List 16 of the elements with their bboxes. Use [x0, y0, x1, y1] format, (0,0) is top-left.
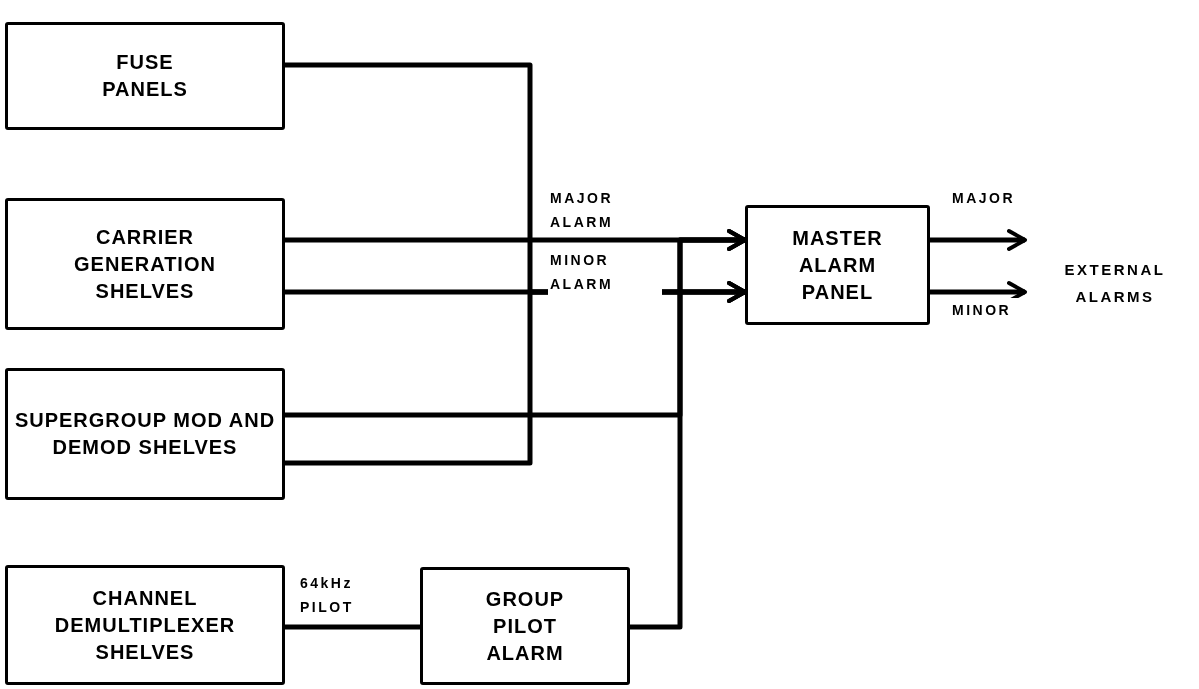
block-box [420, 567, 630, 685]
block-box [745, 205, 930, 325]
block-box [5, 198, 285, 330]
block-label: SUPERGROUP MOD AND DEMOD SHELVES [13, 408, 277, 460]
block-label: CARRIER GENERATION SHELVES [73, 224, 217, 304]
block-box [5, 368, 285, 500]
block-box [5, 565, 285, 685]
arrow [930, 229, 1027, 251]
block-label: MASTER ALARM PANEL [791, 225, 884, 305]
connector-line [285, 624, 420, 630]
block-box [5, 22, 285, 130]
block-label: GROUP PILOT ALARM [484, 586, 566, 666]
block-label: FUSE PANELS [101, 50, 189, 102]
block-label: CHANNEL DEMULTIPLEXER SHELVES [53, 585, 237, 665]
arrow [630, 229, 747, 630]
output-label: EXTERNAL ALARMS [1063, 260, 1167, 307]
